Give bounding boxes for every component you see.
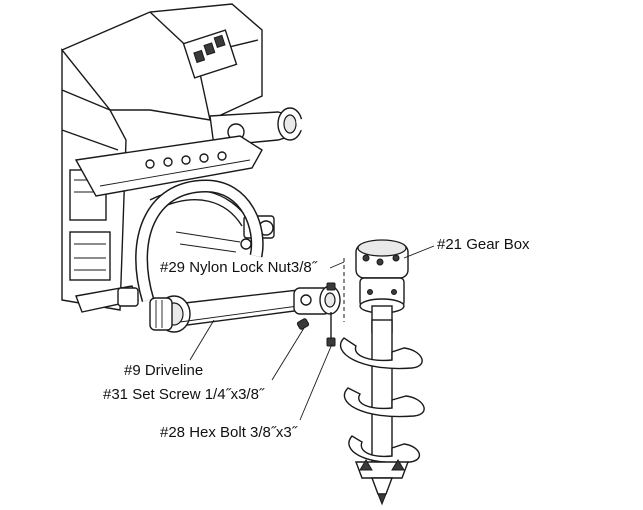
leader-lines xyxy=(189,245,435,421)
auger-bit xyxy=(339,319,425,506)
hydraulic-hoses xyxy=(135,117,373,302)
gear-box xyxy=(355,239,409,333)
driveline xyxy=(149,285,341,333)
callout-hex-bolt: #28 Hex Bolt 3/8˝x3˝ xyxy=(160,424,297,441)
callout-set-screw: #31 Set Screw 1/4˝x3/8˝ xyxy=(103,386,264,403)
callout-driveline: #9 Driveline xyxy=(124,362,204,379)
callout-gear-box: #21 Gear Box xyxy=(437,236,530,253)
tractor-body xyxy=(60,3,303,313)
callout-nylon-lock-nut: #29 Nylon Lock Nut3/8˝ xyxy=(160,259,317,276)
fasteners xyxy=(326,258,345,347)
